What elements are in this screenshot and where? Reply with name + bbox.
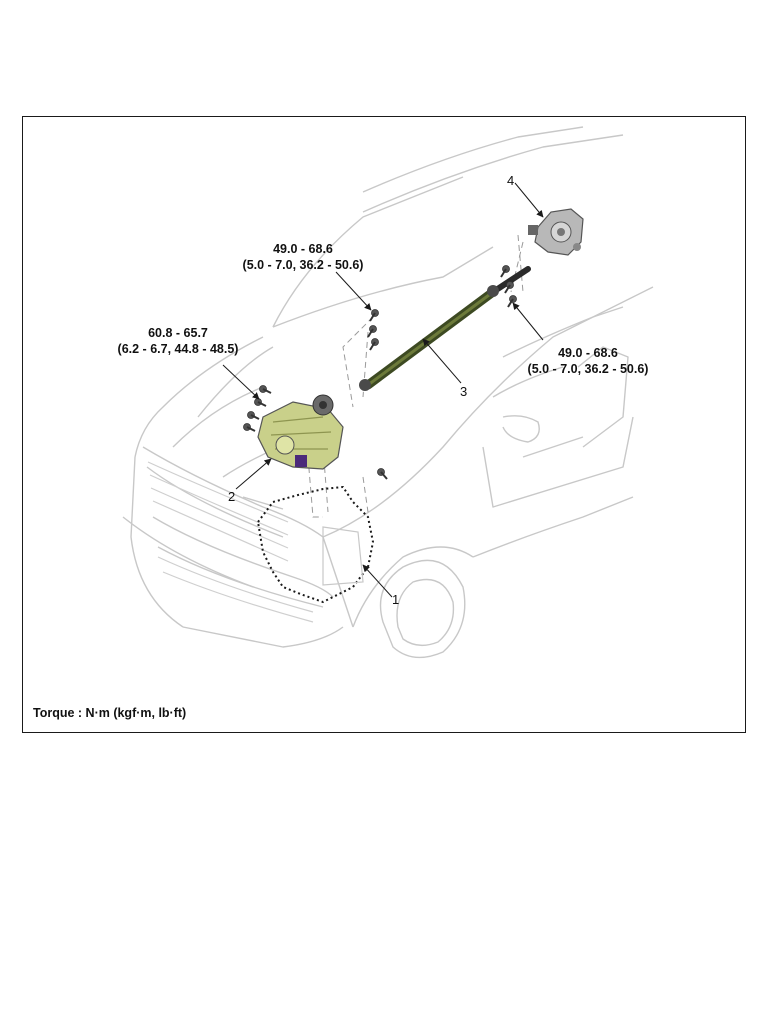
bolts bbox=[243, 265, 517, 480]
torque-callout-2-value: 60.8 - 65.7 bbox=[148, 326, 208, 340]
part-number-3: 3 bbox=[460, 384, 468, 399]
torque-callout-1-value: 49.0 - 68.6 bbox=[273, 242, 333, 256]
torque-callout-1-units: (5.0 - 7.0, 36.2 - 50.6) bbox=[242, 258, 364, 272]
grille-lines bbox=[147, 461, 314, 623]
torque-callout-3: 49.0 - 68.6 (5.0 - 7.0, 36.2 - 50.6) bbox=[513, 345, 663, 377]
torque-callout-2-units: (6.2 - 6.7, 44.8 - 48.5) bbox=[117, 342, 239, 356]
part-1-area-marker bbox=[256, 485, 375, 604]
headlamp-outline bbox=[322, 526, 364, 586]
vehicle-illustration bbox=[122, 126, 654, 659]
part-number-1: 1 bbox=[392, 592, 400, 607]
part-4-unit bbox=[528, 208, 584, 256]
torque-callout-2: 60.8 - 65.7 (6.2 - 6.7, 44.8 - 48.5) bbox=[103, 325, 253, 357]
propeller-shaft bbox=[359, 266, 531, 391]
diagram-frame: 49.0 - 68.6 (5.0 - 7.0, 36.2 - 50.6) 60.… bbox=[22, 116, 746, 733]
torque-callout-3-value: 49.0 - 68.6 bbox=[558, 346, 618, 360]
car-outline bbox=[122, 126, 654, 659]
part-2-gearbox bbox=[257, 394, 344, 470]
part-number-2: 2 bbox=[228, 489, 236, 504]
torque-callout-1: 49.0 - 68.6 (5.0 - 7.0, 36.2 - 50.6) bbox=[223, 241, 383, 273]
part-number-4: 4 bbox=[507, 173, 515, 188]
torque-units-legend: Torque : N·m (kgf·m, lb·ft) bbox=[33, 706, 187, 720]
leader-lines bbox=[222, 182, 544, 598]
torque-callout-3-units: (5.0 - 7.0, 36.2 - 50.6) bbox=[527, 362, 649, 376]
